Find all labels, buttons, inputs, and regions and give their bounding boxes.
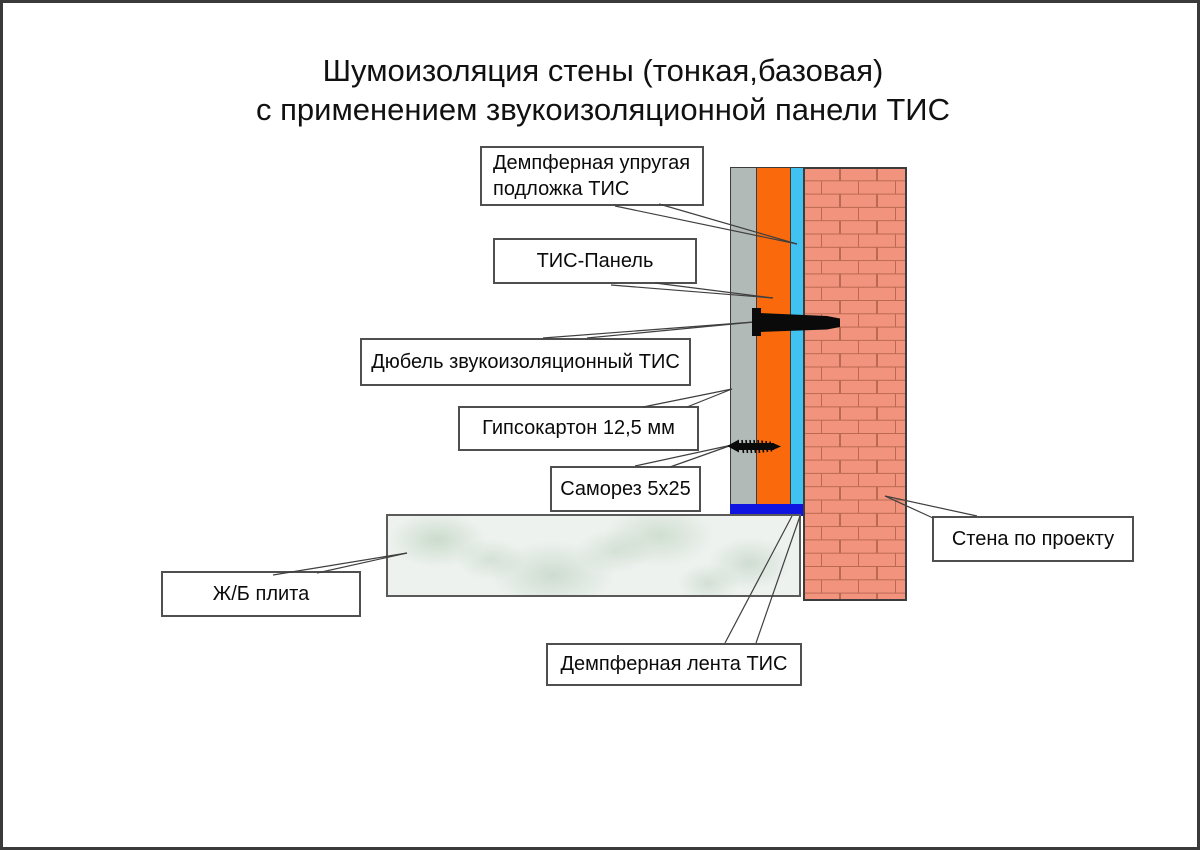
callout-tis-panel-label: ТИС-Панель: [536, 249, 654, 272]
callout-screw-label: Саморез 5х25: [560, 477, 691, 500]
leader-line-dowel: [542, 321, 755, 339]
callout-dowel: Дюбель звукоизоляционный ТИС: [360, 338, 691, 386]
callout-damper-underlay-label: Демпферная упругая подложка ТИС: [493, 152, 691, 200]
callout-project-wall-label: Стена по проекту: [951, 527, 1115, 550]
page-title: Шумоизоляция стены (тонкая,базовая) с пр…: [3, 51, 1197, 129]
callout-damper-underlay: Демпферная упругая подложка ТИС: [480, 146, 704, 206]
damper-tape-strip: [730, 504, 804, 516]
callout-damper-tape: Демпферная лента ТИС: [546, 643, 802, 686]
callout-screw: Саморез 5х25: [550, 466, 701, 512]
tis-panel-layer: [756, 167, 791, 505]
callout-slab-label: Ж/Б плита: [212, 582, 310, 605]
callout-slab: Ж/Б плита: [161, 571, 361, 617]
leader-line-dowel: [586, 321, 755, 339]
page-title-line1: Шумоизоляция стены (тонкая,базовая): [322, 53, 884, 88]
leader-line-drywall: [642, 388, 733, 408]
callout-dowel-label: Дюбель звукоизоляционный ТИС: [371, 350, 680, 373]
callout-project-wall: Стена по проекту: [932, 516, 1134, 562]
gypsum-board-layer: [730, 167, 757, 505]
callout-tis-panel: ТИС-Панель: [493, 238, 697, 284]
page-title-line2: с применением звукоизоляционной панели Т…: [256, 92, 950, 127]
concrete-slab: [386, 514, 801, 597]
damper-underlay-layer: [790, 167, 804, 505]
leader-line-drywall: [686, 388, 733, 408]
callout-drywall-label: Гипсокартон 12,5 мм: [482, 417, 675, 439]
brick-wall: [803, 167, 907, 601]
callout-drywall: Гипсокартон 12,5 мм: [458, 406, 699, 451]
brick-pattern-graphic: [803, 167, 907, 601]
callout-damper-tape-label: Демпферная лента ТИС: [560, 653, 788, 675]
